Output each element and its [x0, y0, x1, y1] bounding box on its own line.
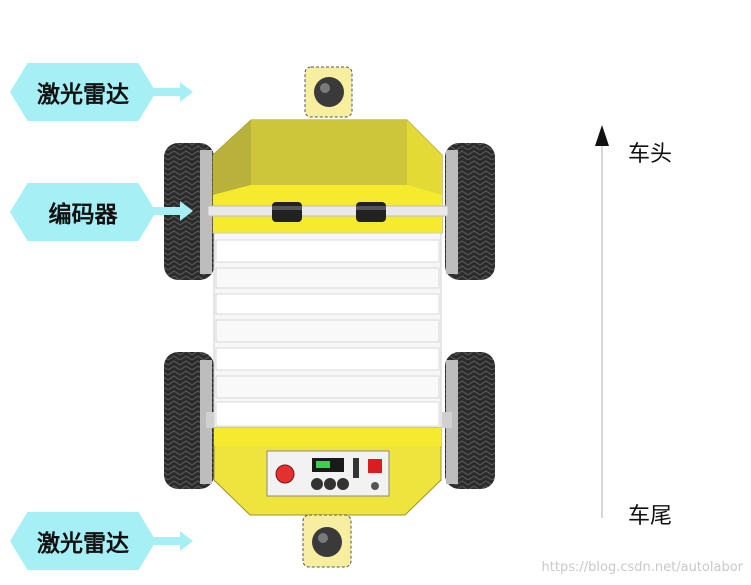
- lidar-sensor-icon: [302, 514, 352, 568]
- control-panel-icon: [266, 450, 390, 497]
- pointer-arrow: [150, 82, 193, 102]
- watermark: https://blog.csdn.net/autolabor: [541, 560, 743, 575]
- up-arrow-icon: [595, 125, 609, 518]
- pointer-arrow: [150, 531, 193, 551]
- wheel-icon: [445, 352, 495, 489]
- wheel-icon: [445, 143, 495, 280]
- encoder-label: 编码器: [10, 183, 156, 241]
- vehicle-rear-label: 车尾: [628, 504, 673, 529]
- lidar-label-bottom: 激光雷达: [10, 512, 156, 570]
- encoder-icon: [356, 202, 386, 222]
- lidar-label-top: 激光雷达: [10, 63, 156, 121]
- encoder-icon: [272, 202, 302, 222]
- pointer-arrow: [150, 201, 193, 221]
- lidar-sensor-icon: [304, 66, 353, 118]
- chassis-slats: [213, 232, 442, 429]
- vehicle-front-label: 车头: [628, 142, 673, 167]
